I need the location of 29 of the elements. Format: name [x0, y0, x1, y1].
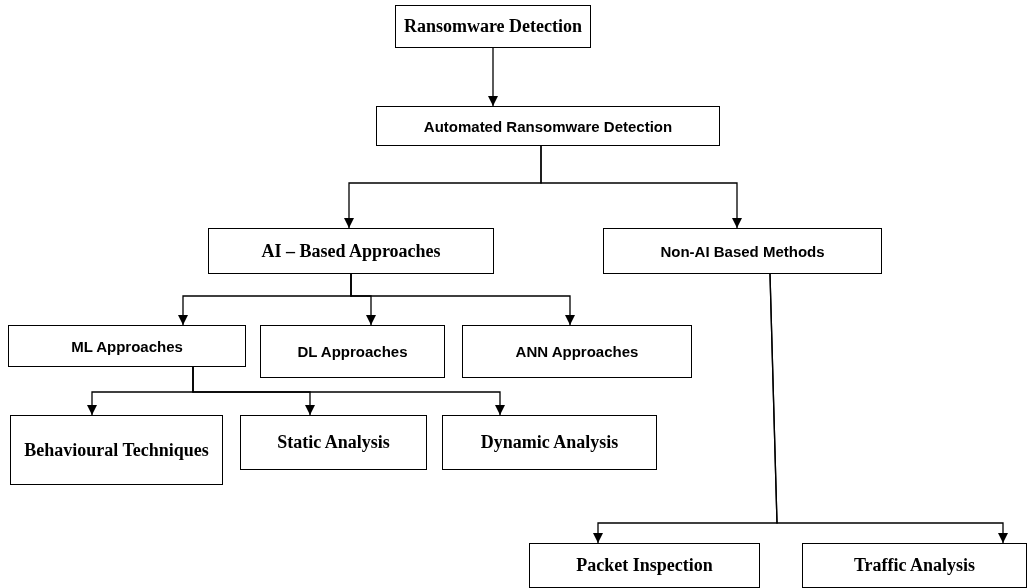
process-box — [376, 106, 720, 146]
arrow — [487, 47, 499, 107]
node-label: Static Analysis — [277, 432, 390, 453]
process-box — [208, 228, 494, 274]
node-label: Packet Inspection — [576, 555, 713, 576]
process-box — [395, 5, 591, 48]
node-label: Traffic Analysis — [853, 555, 976, 576]
process-box — [603, 228, 882, 274]
process-box — [442, 415, 657, 470]
arrow — [192, 366, 506, 416]
process-box — [8, 325, 246, 367]
node-label: Dynamic Analysis — [480, 432, 619, 453]
node-label: Behavioural Techniques — [24, 439, 209, 461]
node-label: ML Approaches — [71, 337, 183, 355]
process-box — [462, 325, 692, 378]
process-box — [802, 543, 1027, 588]
arrow — [350, 273, 576, 326]
process-box — [529, 543, 760, 588]
arrow — [540, 145, 743, 229]
process-box — [260, 325, 445, 378]
node-label: ANN Approaches — [515, 343, 639, 360]
node-label: Automated Ransomware Detection — [423, 117, 673, 135]
node-label: Non-AI Based Methods — [660, 242, 825, 260]
node-label: AI – Based Approaches — [261, 240, 441, 262]
process-box — [240, 415, 427, 470]
process-box — [10, 415, 223, 485]
arrow — [769, 273, 1009, 544]
node-label: Ransomware Detection — [403, 16, 583, 37]
node-label: DL Approaches — [297, 343, 408, 360]
